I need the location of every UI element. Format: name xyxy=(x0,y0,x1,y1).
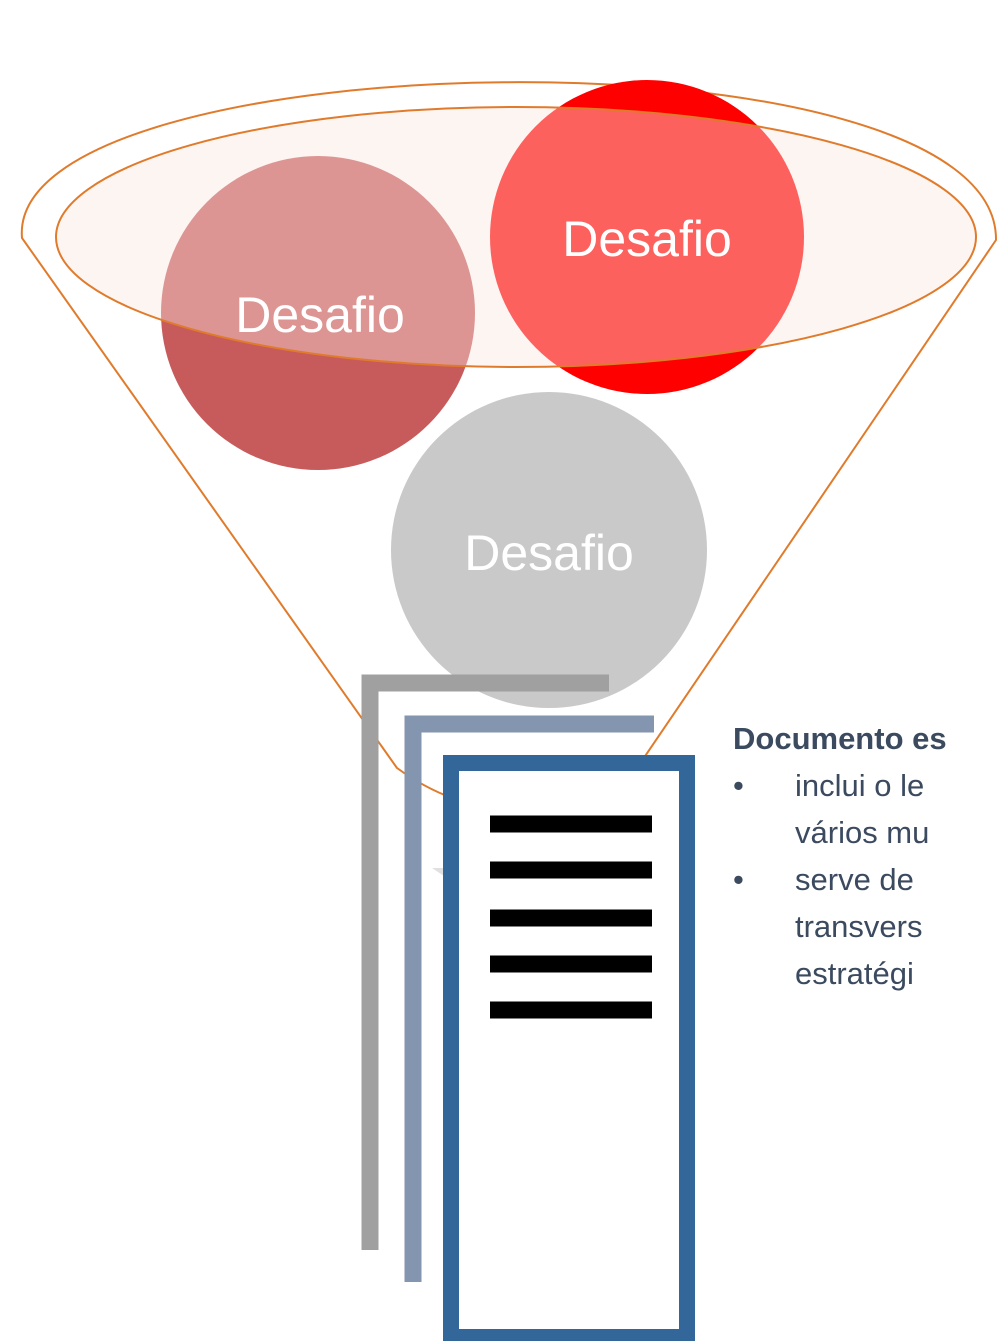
desafio-circle-bottom xyxy=(391,392,707,708)
desafio-circle-left xyxy=(161,156,475,470)
bullet-item: • inclui o le vários mu xyxy=(733,762,999,856)
bullet-dot: • xyxy=(733,768,744,803)
desafio-label-bottom: Desafio xyxy=(464,525,634,581)
bullet-line: vários mu xyxy=(795,815,930,850)
desafio-label-left: Desafio xyxy=(235,287,405,343)
funnel-rim xyxy=(55,106,977,368)
bullet-line: inclui o le xyxy=(795,768,925,803)
documents-icon xyxy=(361,674,695,1341)
bullet-line: estratégi xyxy=(795,956,914,991)
bullet-item: • serve de transvers estratégi xyxy=(733,856,999,997)
bullet-line: serve de xyxy=(795,862,914,897)
document-title: Documento es xyxy=(733,721,947,756)
desafio-label-right: Desafio xyxy=(562,211,732,267)
bullet-dot: • xyxy=(733,862,744,897)
document-description: Documento es • inclui o le vários mu • s… xyxy=(733,715,999,997)
bullet-line: transvers xyxy=(795,909,923,944)
desafio-circle-right xyxy=(490,80,804,394)
